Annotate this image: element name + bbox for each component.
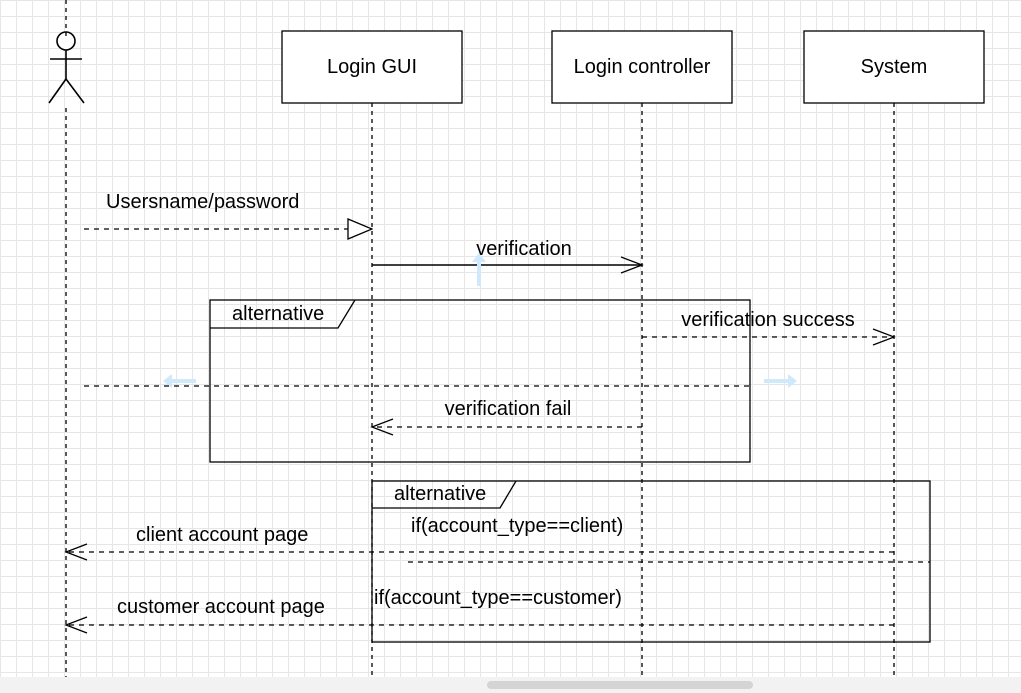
fragment-label: alternative [394, 483, 486, 505]
message-verification-fail[interactable]: verification fail [370, 398, 642, 436]
hint-arrow-left-icon[interactable] [163, 374, 196, 388]
fragment-label: alternative [232, 303, 324, 325]
message-label: customer account page [117, 596, 325, 618]
hint-arrow-up-icon[interactable] [472, 253, 486, 286]
guard-customer: if(account_type==customer) [374, 587, 622, 609]
message-label: client account page [136, 524, 308, 546]
message-label: verification [476, 238, 572, 260]
user-actor-icon[interactable] [48, 31, 85, 104]
hint-arrow-right-icon[interactable] [764, 374, 797, 388]
message-customer-account-page[interactable]: customer account page [64, 596, 894, 634]
message-verification-success[interactable]: verification success [642, 309, 896, 346]
alt-fragment-2[interactable]: alternative if(account_type==client) if(… [371, 480, 931, 643]
horizontal-scrollbar-thumb[interactable] [487, 681, 753, 689]
message-verification[interactable]: verification [372, 238, 644, 274]
participant-label: Login controller [574, 56, 711, 78]
message-label: verification fail [445, 398, 572, 420]
participant-system[interactable]: System [803, 30, 985, 104]
guard-client: if(account_type==client) [411, 515, 623, 537]
participant-label: Login GUI [327, 56, 417, 78]
participant-login-gui[interactable]: Login GUI [281, 30, 463, 104]
message-usersname-password[interactable]: Usersname/password [84, 191, 372, 229]
message-label: verification success [681, 309, 854, 331]
message-label: Usersname/password [106, 191, 299, 213]
participant-label: System [861, 56, 928, 78]
message-client-account-page[interactable]: client account page [64, 524, 894, 561]
alt-fragment-1[interactable]: alternative [84, 299, 751, 463]
participant-login-controller[interactable]: Login controller [551, 30, 733, 104]
